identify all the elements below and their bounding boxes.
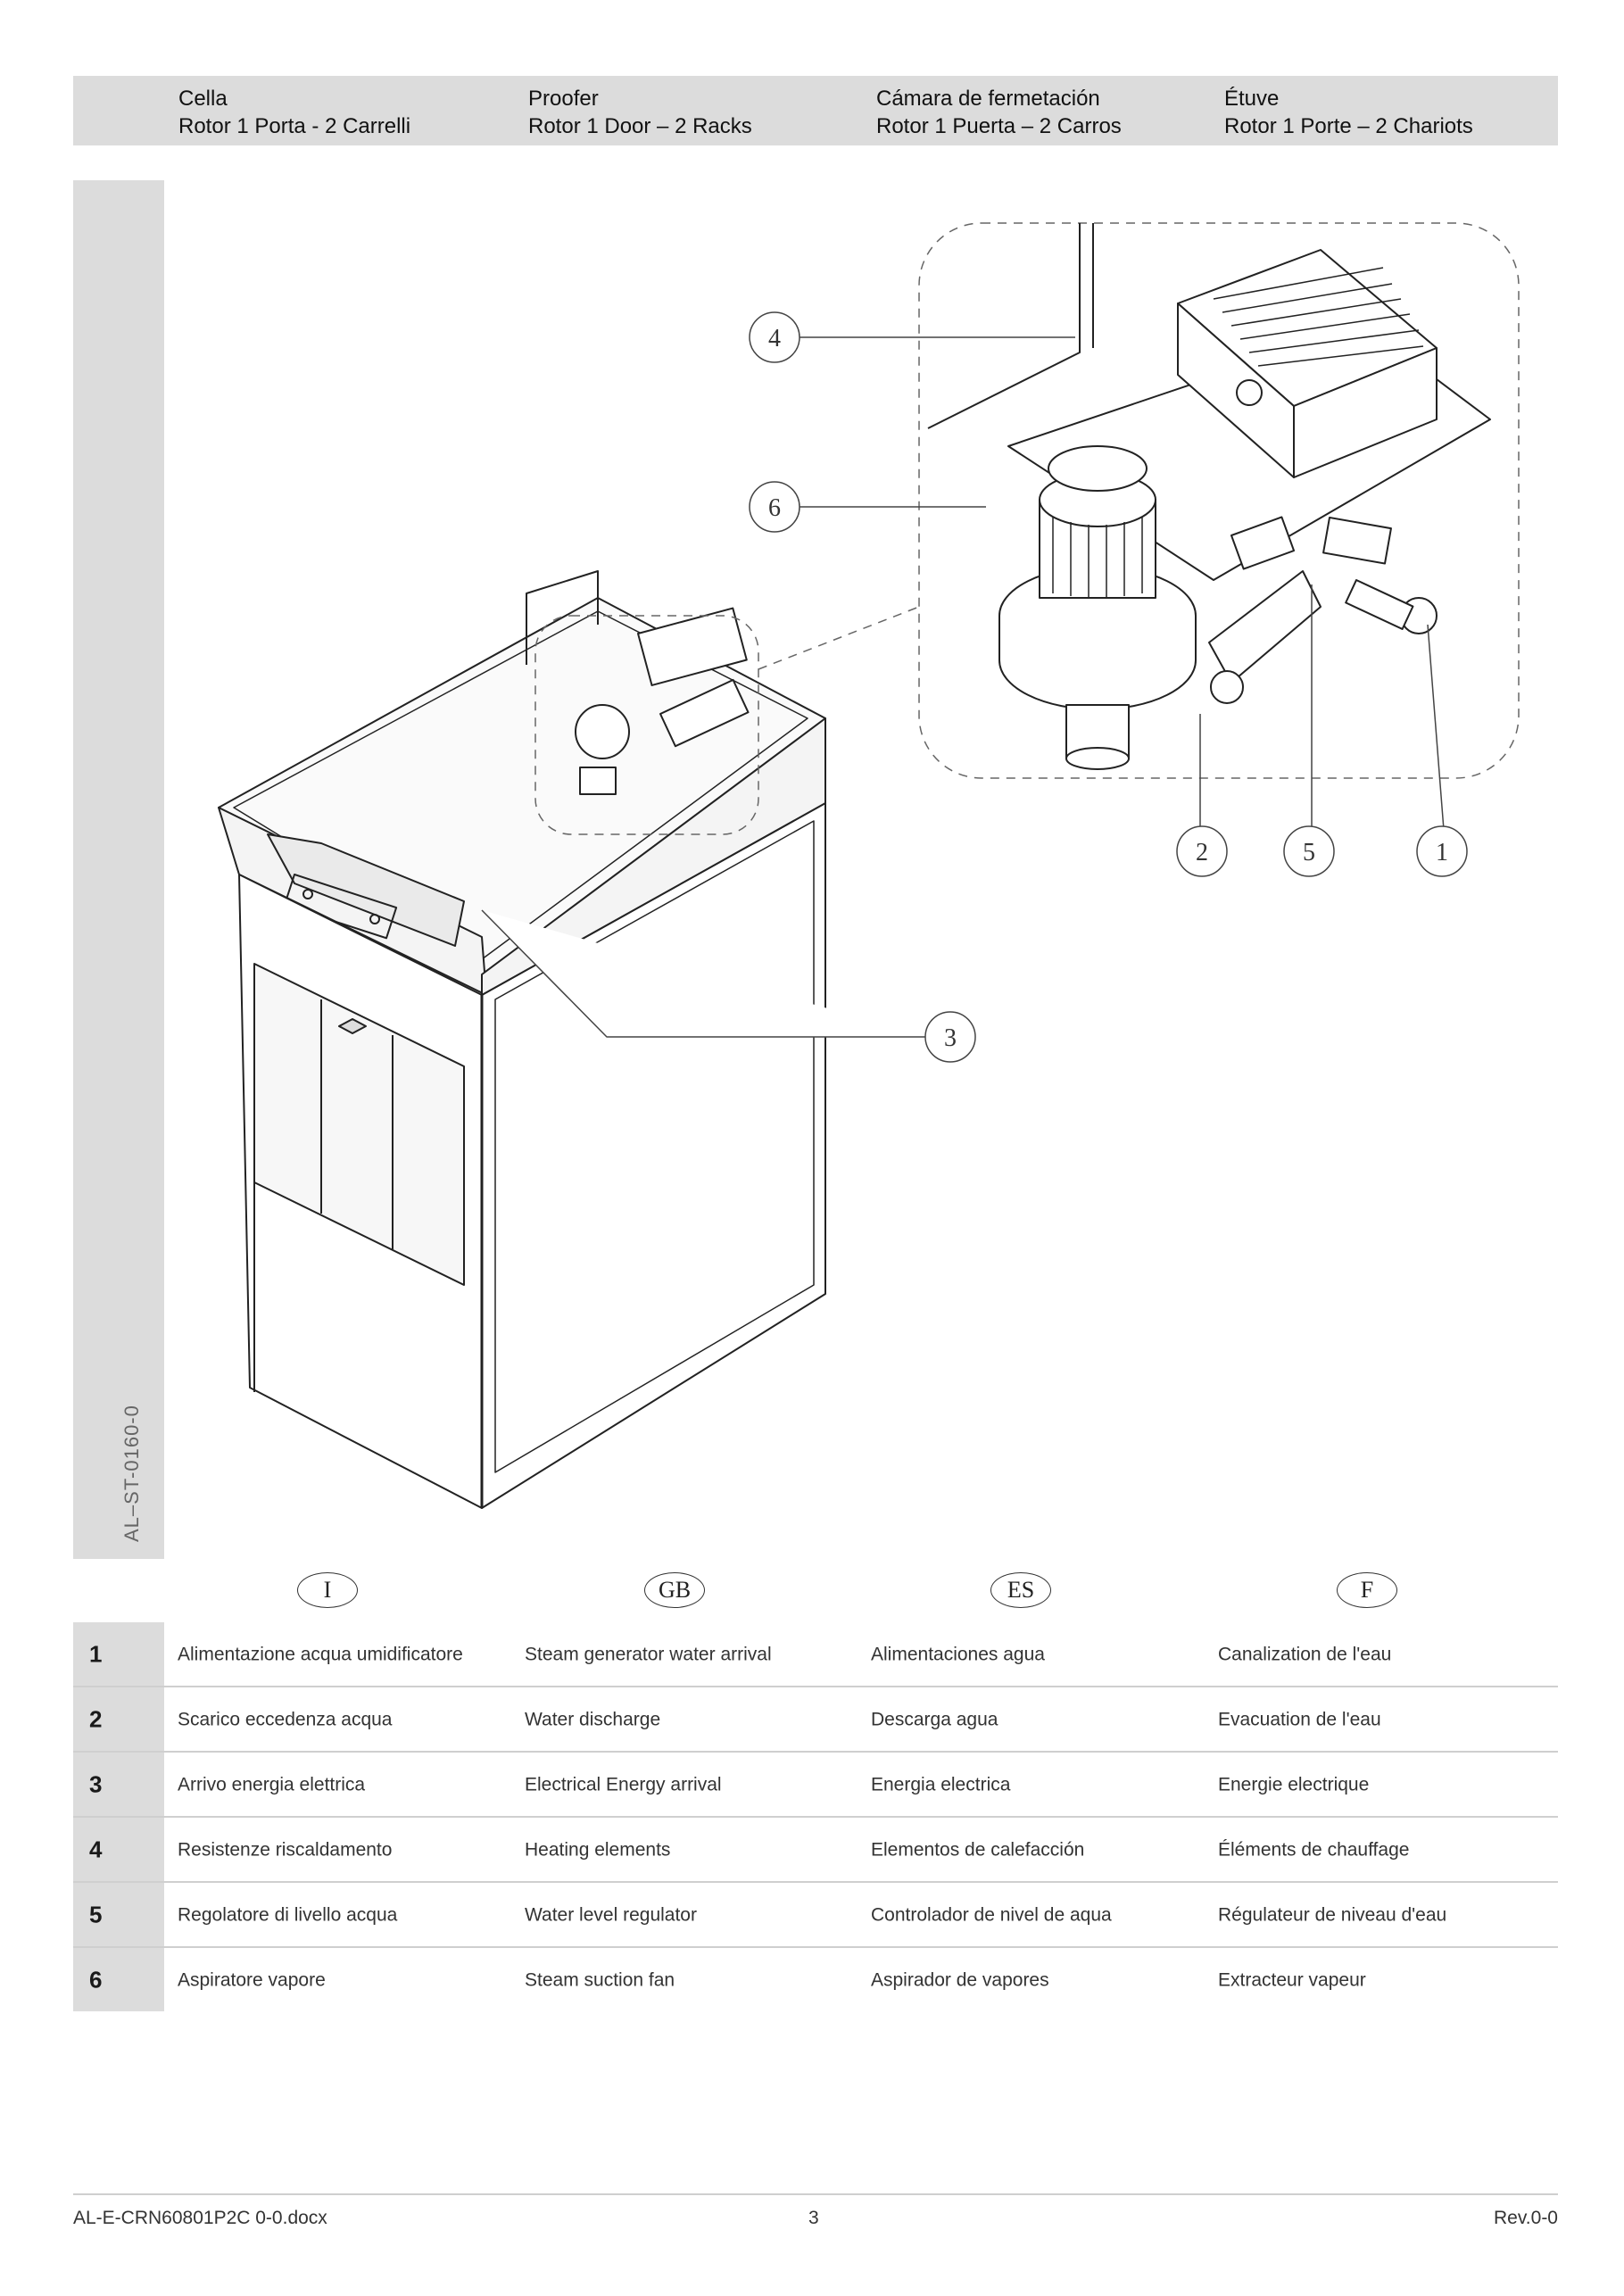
- lang-badge-fr: F: [1337, 1572, 1397, 1608]
- header-col-en: Proofer Rotor 1 Door – 2 Racks: [528, 85, 752, 140]
- drawing-code: AL–ST-0160-0: [120, 1405, 143, 1542]
- legend-fr: Evacuation de l'eau: [1218, 1709, 1381, 1729]
- header-subtitle-it: Rotor 1 Porta - 2 Carrelli: [178, 114, 411, 138]
- technical-drawing: 4 6 2 5 1 3: [218, 222, 1520, 1509]
- legend-num: 5: [89, 1901, 103, 1927]
- legend-row: 4 Resistenze riscaldamento Heating eleme…: [73, 1818, 1558, 1883]
- legend-num-cell: 6: [73, 1948, 164, 2011]
- legend-fr: Extracteur vapeur: [1218, 1969, 1366, 1990]
- top-equipment: [575, 607, 750, 795]
- legend-table: 1 Alimentazione acqua umidificatore Stea…: [73, 1622, 1558, 2011]
- legend-num: 3: [89, 1770, 103, 1797]
- header-title-es: Cámara de fermetación: [876, 87, 1100, 111]
- legend-fr: Energie electrique: [1218, 1774, 1370, 1795]
- header-col-es: Cámara de fermetación Rotor 1 Puerta – 2…: [876, 85, 1122, 140]
- callout-3: [924, 1011, 976, 1063]
- legend-num: 6: [89, 1966, 103, 1993]
- legend-it: Scarico eccedenza acqua: [178, 1709, 393, 1729]
- legend-row: 6 Aspiratore vapore Steam suction fan As…: [73, 1948, 1558, 2011]
- legend-es: Controlador de nivel de aqua: [871, 1904, 1112, 1925]
- callout-label-3: 3: [944, 1024, 957, 1052]
- legend-es: Energia electrica: [871, 1774, 1011, 1795]
- callout-4: [749, 311, 800, 363]
- header-title-fr: Étuve: [1224, 87, 1280, 111]
- legend-es: Alimentaciones agua: [871, 1644, 1045, 1664]
- lang-badge-es: ES: [990, 1572, 1051, 1608]
- callout-2: [1176, 825, 1228, 877]
- callouts: [481, 311, 1468, 1063]
- footer-revision: Rev.0-0: [1494, 2208, 1558, 2228]
- legend-es: Aspirador de vapores: [871, 1969, 1049, 1990]
- legend-row: 3 Arrivo energia elettrica Electrical En…: [73, 1753, 1558, 1818]
- lang-badge-gb: GB: [644, 1572, 705, 1608]
- footer-divider: [73, 2193, 1558, 2195]
- header-title-en: Proofer: [528, 87, 599, 111]
- footer-filename: AL-E-CRN60801P2C 0-0.docx: [73, 2208, 327, 2228]
- legend-en: Steam suction fan: [525, 1969, 675, 1990]
- legend-num: 2: [89, 1705, 103, 1732]
- legend-it: Arrivo energia elettrica: [178, 1774, 366, 1795]
- legend-en: Water level regulator: [525, 1904, 697, 1925]
- callout-label-1: 1: [1436, 839, 1448, 866]
- callout-1: [1416, 825, 1468, 877]
- legend-fr: Canalization de l'eau: [1218, 1644, 1392, 1664]
- header-title-it: Cella: [178, 87, 228, 111]
- legend-fr: Régulateur de niveau d'eau: [1218, 1904, 1447, 1925]
- header-subtitle-en: Rotor 1 Door – 2 Racks: [528, 114, 752, 138]
- legend-num-cell: 2: [73, 1687, 164, 1751]
- legend-num-cell: 5: [73, 1883, 164, 1946]
- legend-en: Steam generator water arrival: [525, 1644, 772, 1664]
- legend-row: 2 Scarico eccedenza acqua Water discharg…: [73, 1687, 1558, 1753]
- legend-it: Aspiratore vapore: [178, 1969, 326, 1990]
- legend-num-cell: 1: [73, 1622, 164, 1686]
- heater-box: [1177, 249, 1438, 478]
- fan-motor: [998, 445, 1197, 770]
- legend-row: 5 Regolatore di livello acqua Water leve…: [73, 1883, 1558, 1948]
- legend-it: Resistenze riscaldamento: [178, 1839, 393, 1860]
- legend-en: Water discharge: [525, 1709, 661, 1729]
- water-regulator: [1208, 516, 1438, 704]
- header-subtitle-es: Rotor 1 Puerta – 2 Carros: [876, 114, 1122, 138]
- callout-label-5: 5: [1303, 839, 1315, 866]
- header-subtitle-fr: Rotor 1 Porte – 2 Chariots: [1224, 114, 1473, 138]
- legend-it: Alimentazione acqua umidificatore: [178, 1644, 463, 1664]
- header-band: Cella Rotor 1 Porta - 2 Carrelli Proofer…: [73, 76, 1558, 145]
- legend-it: Regolatore di livello acqua: [178, 1904, 398, 1925]
- callout-label-6: 6: [768, 494, 781, 522]
- lang-badge-it: I: [297, 1572, 358, 1608]
- legend-en: Electrical Energy arrival: [525, 1774, 722, 1795]
- callout-5: [1283, 825, 1335, 877]
- legend-fr: Éléments de chauffage: [1218, 1839, 1410, 1860]
- detail-frame: [918, 222, 1520, 779]
- legend-num-cell: 4: [73, 1818, 164, 1881]
- legend-es: Elementos de calefacción: [871, 1839, 1085, 1860]
- legend-row: 1 Alimentazione acqua umidificatore Stea…: [73, 1622, 1558, 1687]
- header-col-it: Cella Rotor 1 Porta - 2 Carrelli: [178, 85, 410, 140]
- legend-num-cell: 3: [73, 1753, 164, 1816]
- header-col-fr: Étuve Rotor 1 Porte – 2 Chariots: [1224, 85, 1473, 140]
- legend-en: Heating elements: [525, 1839, 671, 1860]
- callout-6: [749, 481, 800, 533]
- callout-label-4: 4: [768, 325, 781, 352]
- legend-num: 1: [89, 1640, 103, 1667]
- legend-num: 4: [89, 1836, 103, 1862]
- callout-label-2: 2: [1196, 839, 1208, 866]
- footer-page-number: 3: [808, 2208, 819, 2228]
- legend-es: Descarga agua: [871, 1709, 998, 1729]
- side-strip: [73, 180, 164, 1559]
